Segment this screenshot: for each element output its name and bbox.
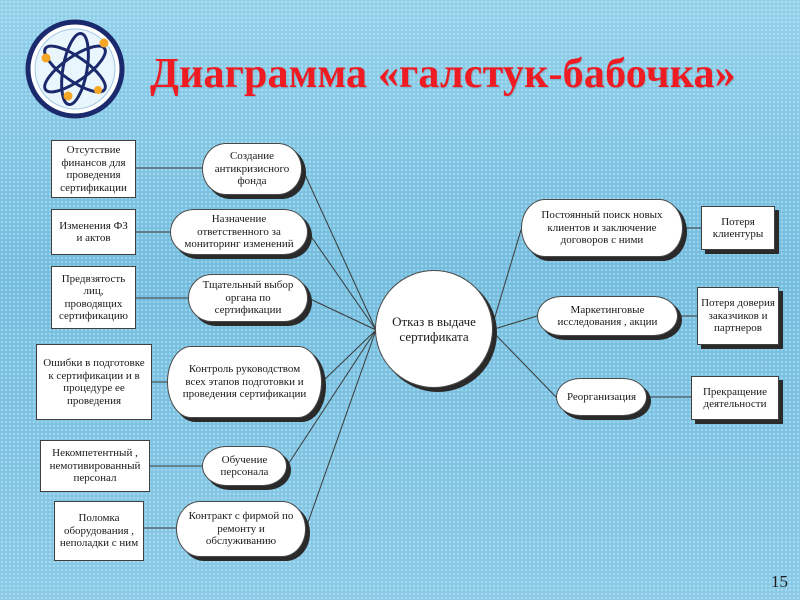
barrier-pill-management-control: Контроль руководством всех этапов подгот… xyxy=(167,346,322,418)
barrier-pill-marketing: Маркетинговые исследования , акции xyxy=(537,296,678,336)
consequence-box-termination: Прекращение деятельности xyxy=(691,376,779,420)
cause-box-bias: Предвзятость лиц, проводящих сертификаци… xyxy=(51,266,136,329)
barrier-pill-monitoring: Назначение ответственного за мониторинг … xyxy=(170,209,308,255)
atom-logo-icon xyxy=(25,19,125,119)
cause-box-funding: Отсутствие финансов для проведения серти… xyxy=(51,140,136,198)
barrier-pill-training: Обучение персонала xyxy=(202,446,287,486)
page-title: Диаграмма «галстук-бабочка» xyxy=(150,51,736,97)
page-number: 15 xyxy=(771,572,788,591)
cause-box-preparation-errors: Ошибки в подготовке к сертификации и в п… xyxy=(36,344,152,420)
cause-box-staff: Некомпетентный , немотивированный персон… xyxy=(40,440,150,492)
central-event-circle: Отказ в выдаче сертификата xyxy=(375,270,493,388)
consequence-box-trust: Потеря доверия заказчиков и партнеров xyxy=(697,287,779,345)
barrier-pill-crisis-fund: Создание антикризисного фонда xyxy=(202,143,302,195)
cause-box-legislation: Изменения ФЗ и актов xyxy=(51,209,136,255)
cause-box-equipment: Поломка оборудования , неполадки с ним xyxy=(54,501,144,561)
barrier-pill-repair-contract: Контракт с фирмой по ремонту и обслужива… xyxy=(176,501,306,557)
consequence-box-clients: Потеря клиентуры xyxy=(701,206,775,250)
barrier-pill-client-search: Постоянный поиск новых клиентов и заключ… xyxy=(521,199,683,257)
barrier-pill-body-selection: Тщательный выбор органа по сертификации xyxy=(188,274,308,322)
barrier-pill-reorganization: Реорганизация xyxy=(556,378,647,416)
